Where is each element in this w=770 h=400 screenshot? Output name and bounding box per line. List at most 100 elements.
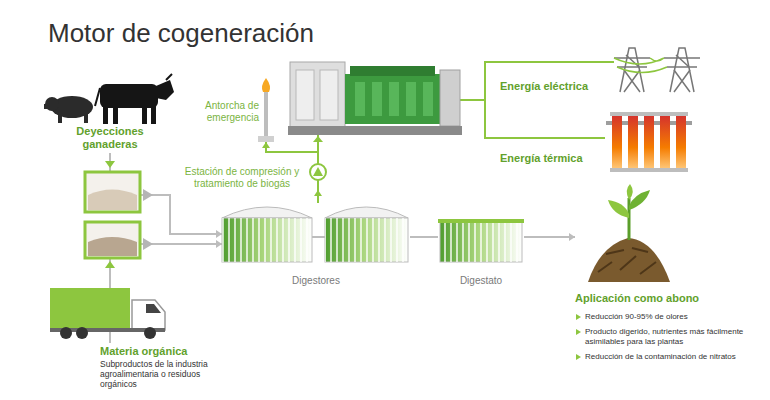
tower-lattice [664, 55, 700, 92]
torch-icon [258, 78, 274, 142]
pit-wall [85, 222, 140, 258]
generator-housing [440, 70, 460, 126]
node-label: Antorcha de emergencia [195, 100, 259, 124]
truck-window [146, 304, 161, 313]
tower-frame [670, 48, 694, 92]
pig-icon [44, 96, 93, 123]
pig-head [45, 97, 59, 111]
plant-leaf [608, 200, 629, 218]
inflow-arrowhead [105, 261, 115, 268]
output-node: Energía térmica [605, 112, 693, 172]
pit-content [88, 190, 137, 211]
node-label: Digestato [438, 275, 524, 287]
radiator-cap [610, 112, 688, 116]
tank-stripes [222, 218, 312, 262]
engine-cabinet [290, 62, 345, 128]
tank-body [325, 218, 408, 262]
output-node: Energía eléctrica [605, 42, 700, 94]
station-node: Estación de compresión y tratamiento de … [178, 160, 328, 190]
pig-snout [44, 104, 49, 109]
node-label: Energía eléctrica [500, 80, 600, 93]
bullet-text: Reducción de la contaminación de nitrato… [585, 352, 755, 362]
compressor-triangle [313, 167, 323, 176]
tank-stripes [440, 222, 522, 262]
pig-leg [84, 114, 88, 123]
storage-pit [85, 172, 140, 212]
truck-wheel [60, 327, 72, 339]
arrowhead [216, 230, 222, 238]
engine-block [345, 74, 440, 124]
tank-stripes [325, 218, 408, 262]
engine-icon [288, 62, 462, 135]
arrowhead [262, 142, 270, 148]
arrowhead [216, 240, 222, 248]
engine-cylinder [372, 82, 382, 116]
cow-leg [142, 104, 147, 124]
pit-wall [85, 172, 140, 212]
radiator-bar [644, 114, 654, 170]
node-label: Digestores [222, 275, 410, 287]
truck-icon [50, 288, 165, 339]
outflow-arrowhead [143, 238, 153, 250]
source-node: Deyecciones ganaderas [45, 75, 175, 153]
cow-leg [113, 104, 118, 124]
engine-cylinder [406, 82, 416, 116]
digestate-tank [438, 219, 524, 262]
radiator-bar [628, 114, 638, 170]
digestate-node: Digestato [438, 218, 524, 291]
cow-body [100, 84, 158, 108]
diagram-title: Motor de cogeneración [48, 18, 314, 49]
flow-connector [318, 62, 605, 160]
digester-node: Digestores [222, 203, 410, 291]
torch-base [258, 136, 274, 142]
digester-tank [325, 207, 408, 262]
cow-leg [103, 104, 108, 124]
flow-connector [410, 236, 438, 238]
compressor-symbol [310, 164, 326, 180]
source-node: Materia orgánicaSubproductos de la indus… [100, 343, 225, 391]
cabinet-door [320, 70, 338, 120]
torch-node: Antorcha de emergencia [195, 78, 277, 142]
pig-leg [58, 114, 62, 123]
tank-dome [325, 207, 408, 218]
feed-line [605, 61, 614, 63]
radiator-cap [610, 168, 688, 172]
engine-cylinder [423, 82, 433, 116]
cow-horn [166, 74, 172, 80]
truck-wheel [76, 327, 88, 339]
tank-link [312, 236, 325, 238]
bullet-text: Producto digerido, nutrientes más fácilm… [585, 327, 755, 347]
engine-base [288, 126, 462, 135]
tank-dome [222, 207, 312, 218]
tank-body [440, 222, 522, 262]
storage-pit [85, 222, 140, 258]
arrowhead [314, 190, 322, 196]
cabinet-door [296, 70, 314, 120]
cow-leg [151, 104, 156, 124]
plant-bud [627, 184, 633, 200]
truck-cab [132, 300, 165, 330]
bullet-text: Reducción 90-95% de olores [585, 312, 755, 322]
radiator-icon [606, 112, 692, 172]
compost-pile [588, 238, 670, 282]
truck-box [50, 288, 130, 328]
torch-stack [264, 92, 268, 138]
node-label: Subproductos de la industria agroaliment… [100, 359, 225, 389]
engine-head [350, 66, 435, 76]
node-label: Deyecciones ganaderas [65, 125, 155, 151]
gas-arrowhead [313, 136, 323, 142]
radiator-bar [676, 114, 686, 170]
outflow-arrowhead [143, 189, 153, 201]
flow-connector [266, 142, 318, 160]
flow-connector [524, 236, 575, 238]
fertilizer-node: Aplicación como abonoReducción 90-95% de… [575, 180, 760, 370]
torch-flame [262, 78, 270, 92]
engine-cylinder [389, 82, 399, 116]
truck-wheel [144, 327, 156, 339]
node-label: Estación de compresión y tratamiento de … [178, 166, 306, 190]
node-label: Aplicación como abono [575, 292, 760, 305]
radiator-bar [612, 114, 622, 170]
tank-rim [438, 219, 524, 223]
node-label: Energía térmica [500, 152, 600, 165]
